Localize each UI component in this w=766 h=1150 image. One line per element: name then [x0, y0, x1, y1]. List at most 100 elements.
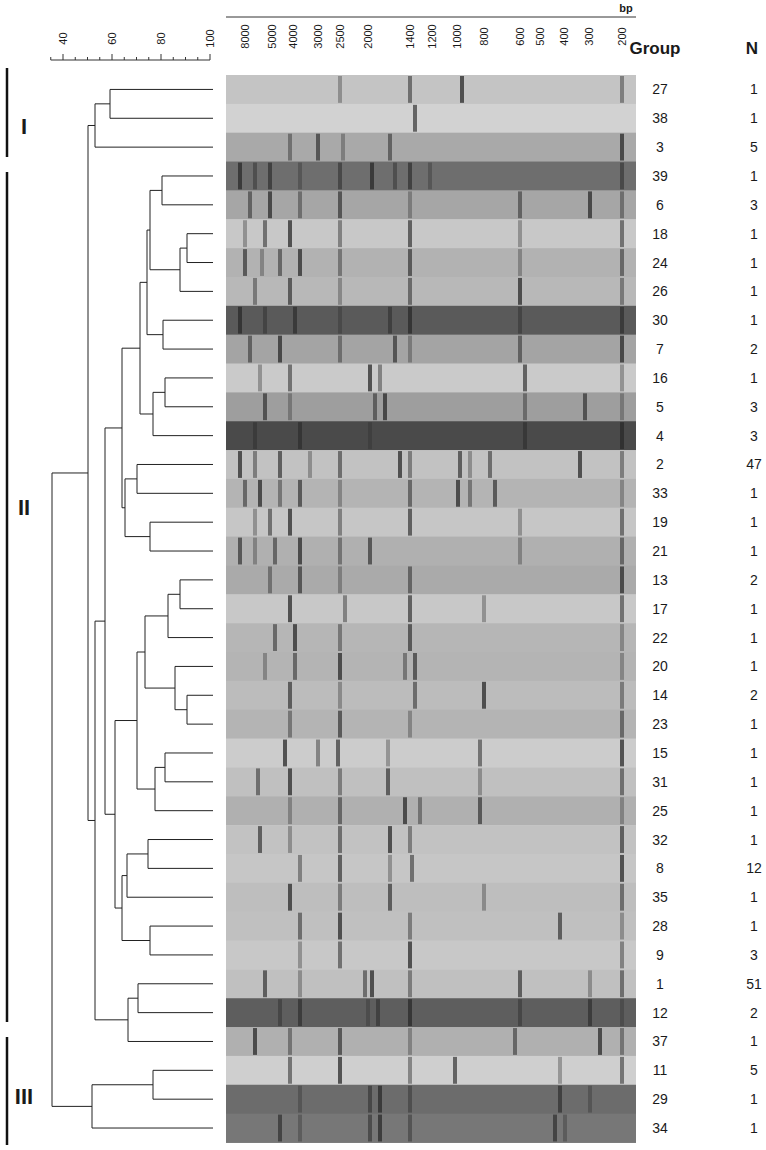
gel-band: [288, 682, 292, 709]
gel-lane: [226, 854, 636, 883]
dendrogram-branch: [187, 262, 213, 263]
group-cell: 24: [652, 256, 668, 270]
dendrogram-branch: [165, 406, 213, 407]
count-cell: 1: [750, 775, 758, 789]
gel-band: [408, 451, 412, 478]
gel-band: [482, 884, 486, 911]
count-cell: 1: [750, 1121, 758, 1135]
gel-band: [338, 855, 342, 882]
gel-band: [268, 163, 272, 190]
gel-band: [588, 191, 592, 218]
scale-tick-label: 60: [107, 32, 118, 44]
dendrogram-branch: [153, 1070, 213, 1071]
count-cell: 1: [750, 486, 758, 500]
gel-band: [428, 163, 432, 190]
gel-band: [238, 307, 242, 334]
gel-band: [620, 999, 624, 1026]
group-cell: 1: [656, 977, 664, 991]
gel-band: [293, 624, 297, 651]
dendrogram-branch: [155, 810, 213, 811]
gel-lane: [226, 565, 636, 594]
gel-band: [288, 1028, 292, 1055]
dendrogram-branch: [115, 908, 122, 909]
gel-band: [338, 653, 342, 680]
group-cell: 32: [652, 833, 668, 847]
dendrogram-branch: [150, 926, 213, 927]
gel-band: [620, 278, 624, 305]
gel-band: [588, 970, 592, 997]
gel-band: [620, 566, 624, 593]
gel-band: [620, 393, 624, 420]
gel-band: [620, 336, 624, 363]
count-cell: 3: [750, 400, 758, 414]
dendrogram-branch: [153, 1099, 213, 1100]
group-cell: 11: [653, 1063, 668, 1077]
gel-band: [288, 826, 292, 853]
dendrogram-branch: [88, 125, 95, 126]
gel-band: [338, 220, 342, 247]
dendrogram-branch: [137, 789, 155, 790]
gel-band: [263, 653, 267, 680]
cluster-label: III: [15, 1086, 33, 1108]
count-cell: 1: [750, 919, 758, 933]
gel-band: [493, 480, 497, 507]
gel-band: [458, 451, 462, 478]
gel-band: [620, 797, 624, 824]
gel-band: [482, 595, 486, 622]
gel-band: [338, 1028, 342, 1055]
gel-band: [293, 653, 297, 680]
group-cell: 5: [656, 400, 664, 414]
gel-band: [338, 163, 342, 190]
group-cell: 3: [656, 140, 664, 154]
count-cell: 1: [750, 746, 758, 760]
gel-band: [413, 682, 417, 709]
dendrogram-branch: [187, 724, 213, 725]
group-cell: 25: [652, 804, 668, 818]
gel-band: [518, 220, 522, 247]
gel-band: [620, 653, 624, 680]
gel-band: [620, 220, 624, 247]
gel-band: [338, 509, 342, 536]
gel-band: [403, 797, 407, 824]
group-cell: 15: [652, 746, 668, 760]
gel-band: [408, 76, 412, 103]
gel-band: [253, 538, 257, 565]
size-marker: 200: [616, 27, 627, 45]
cluster-label: II: [18, 497, 30, 519]
dendrogram-branch: [95, 103, 110, 104]
scale-tick-label: 40: [58, 32, 69, 44]
gel-band: [408, 1028, 412, 1055]
gel-band: [338, 249, 342, 276]
gel-band: [338, 797, 342, 824]
similarity-axis: [51, 54, 210, 60]
gel-band: [620, 942, 624, 969]
dendrogram-branch: [92, 1128, 213, 1129]
group-cell: 29: [652, 1092, 668, 1106]
gel-band: [620, 855, 624, 882]
dendrogram-branch: [140, 282, 147, 283]
gel-band: [620, 740, 624, 767]
gel-band: [278, 451, 282, 478]
gel-band: [298, 942, 302, 969]
gel-band: [273, 624, 277, 651]
dendrogram-branch: [165, 781, 213, 782]
count-cell: 1: [750, 804, 758, 818]
gel-band: [620, 191, 624, 218]
gel-band: [338, 480, 342, 507]
count-cell: 1: [750, 1034, 758, 1048]
gel-band: [258, 365, 262, 392]
size-marker: 3000: [312, 24, 323, 48]
gel-band: [620, 480, 624, 507]
gel-band: [620, 451, 624, 478]
count-cell: 1: [750, 169, 758, 183]
gel-band: [383, 393, 387, 420]
dendrogram-branch: [147, 334, 163, 335]
gel-band: [410, 855, 414, 882]
dendrogram-branch: [128, 1041, 213, 1042]
gel-band: [408, 711, 412, 738]
gel-band: [341, 134, 345, 161]
gel-band: [338, 942, 342, 969]
dendrogram-branch: [150, 190, 162, 191]
size-axis: [226, 17, 636, 18]
gel-band: [478, 797, 482, 824]
